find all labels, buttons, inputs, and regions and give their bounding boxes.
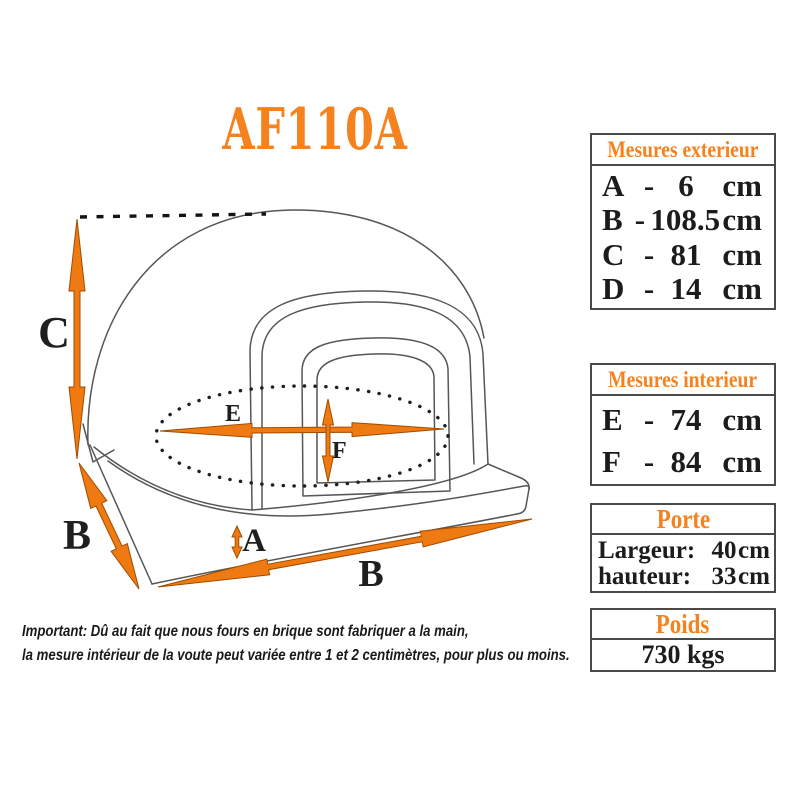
base-top-edge bbox=[93, 446, 253, 511]
panel-weight-header: Poids bbox=[592, 608, 774, 640]
panel-interior-measures: Mesures interieur E-74 cm F-84 cm bbox=[590, 363, 776, 486]
oven-dome bbox=[82, 209, 485, 463]
panel-door-title: Porte bbox=[656, 503, 710, 534]
dimension-label-a: A bbox=[242, 523, 266, 559]
measure-dash: - bbox=[634, 202, 646, 238]
important-note-line2: la mesure intérieur de la voute peut var… bbox=[22, 646, 570, 664]
base-mid-edge bbox=[107, 460, 530, 517]
measure-unit: cm bbox=[722, 202, 762, 238]
measure-row: A-6 cm bbox=[592, 170, 774, 201]
measure-value: 14 bbox=[670, 271, 702, 307]
oven-front-face bbox=[249, 290, 489, 511]
panel-exterior-title: Mesures exterieur bbox=[607, 136, 759, 162]
dimension-arrow-b-left bbox=[78, 462, 140, 590]
measure-row: C-81 cm bbox=[592, 239, 774, 270]
door-row-value: 40 bbox=[711, 536, 737, 564]
dimension-label-b-bottom: B bbox=[358, 553, 383, 595]
measure-letter: C bbox=[602, 236, 625, 272]
panel-weight: Poids 730 kgs bbox=[590, 608, 776, 672]
dimension-label-b-left: B bbox=[63, 513, 91, 559]
measure-unit: cm bbox=[722, 271, 762, 307]
important-note: Important: Dû au fait que nous fours en … bbox=[22, 620, 666, 667]
measure-value: 108.5 bbox=[650, 202, 721, 238]
measure-letter: A bbox=[602, 167, 625, 203]
door-frame-inner bbox=[316, 353, 436, 484]
dimension-arrow-a bbox=[231, 524, 243, 560]
panel-weight-title: Poids bbox=[656, 608, 710, 639]
door-row-unit: cm bbox=[738, 536, 770, 564]
measure-letter: D bbox=[602, 271, 625, 307]
model-title: AF110A bbox=[222, 96, 408, 163]
height-reference-dashed-line bbox=[79, 212, 267, 219]
dimension-arrow-f bbox=[321, 398, 335, 483]
weight-value: 730 kgs bbox=[641, 640, 725, 669]
measure-row: D-14 cm bbox=[592, 273, 774, 304]
dimension-labels: C B B A E F bbox=[38, 308, 384, 595]
measure-row: E-74 cm bbox=[592, 404, 774, 435]
dome-foot bbox=[82, 423, 115, 463]
dimension-label-e: E bbox=[225, 401, 241, 427]
door-row-label: hauteur: bbox=[598, 562, 692, 590]
measure-unit: cm bbox=[722, 443, 762, 479]
important-note-line1: Important: Dû au fait que nous fours en … bbox=[22, 623, 469, 640]
door-frame-outer bbox=[301, 337, 451, 497]
measure-unit: cm bbox=[722, 236, 762, 272]
dimension-arrow-b-bottom bbox=[157, 518, 533, 588]
measure-unit: cm bbox=[722, 167, 762, 203]
measure-row: F-84 cm bbox=[592, 446, 774, 477]
base-bottom-edge bbox=[151, 513, 518, 585]
base-top-edge-right bbox=[487, 463, 530, 490]
measure-value: 84 bbox=[670, 443, 702, 479]
measure-letter: E bbox=[602, 401, 623, 437]
measure-letter: F bbox=[602, 443, 621, 479]
base-right-edge bbox=[516, 488, 530, 515]
measure-value: 81 bbox=[670, 236, 702, 272]
door-row-value: 33 bbox=[711, 562, 737, 590]
dimension-arrows bbox=[68, 218, 533, 590]
oven-base bbox=[89, 444, 530, 585]
measure-letter: B bbox=[602, 202, 623, 238]
measure-dash: - bbox=[643, 271, 655, 307]
panel-exterior-header: Mesures exterieur bbox=[592, 135, 774, 166]
base-left-edge bbox=[89, 444, 153, 585]
door-row-label: Largeur: bbox=[598, 536, 696, 564]
panel-interior-rows: E-74 cm F-84 cm bbox=[592, 396, 774, 484]
measure-dash: - bbox=[643, 401, 655, 437]
panel-interior-title: Mesures interieur bbox=[608, 366, 758, 392]
panel-interior-header: Mesures interieur bbox=[592, 365, 774, 396]
door-row-unit: cm bbox=[738, 562, 770, 590]
dimension-arrow-c bbox=[68, 218, 86, 460]
dome-outline bbox=[87, 209, 485, 446]
interior-floor-ellipse bbox=[154, 384, 450, 488]
dimension-label-c: C bbox=[38, 308, 70, 357]
panel-door-header: Porte bbox=[592, 503, 774, 535]
front-face-outline bbox=[249, 290, 489, 511]
measure-dash: - bbox=[643, 443, 655, 479]
front-face-inner-line bbox=[261, 301, 475, 509]
measure-dash: - bbox=[643, 236, 655, 272]
measure-value: 74 bbox=[670, 401, 702, 437]
measure-unit: cm bbox=[722, 401, 762, 437]
measure-dash: - bbox=[643, 167, 655, 203]
measure-value: 6 bbox=[678, 167, 694, 203]
dimension-label-f: F bbox=[332, 438, 347, 464]
dimension-arrow-e bbox=[159, 422, 445, 438]
